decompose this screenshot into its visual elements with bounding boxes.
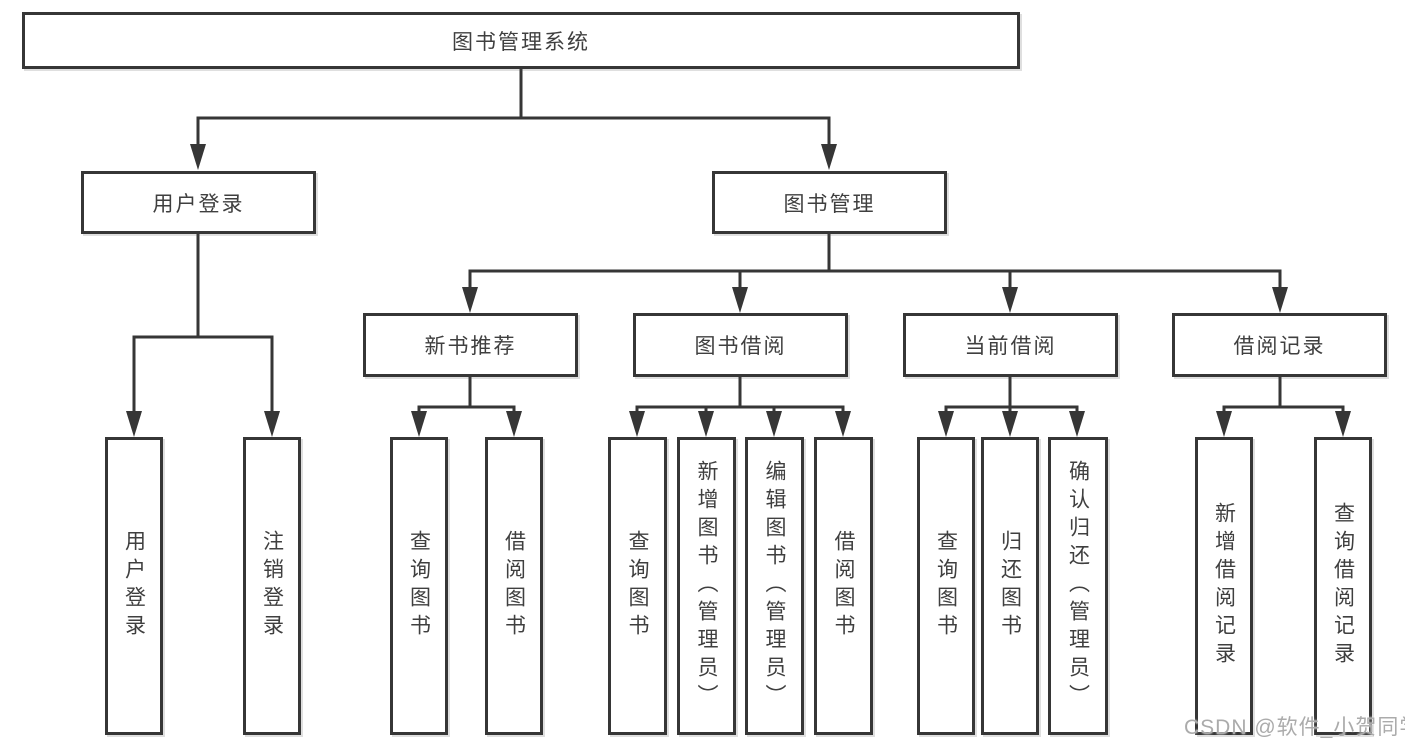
leaf-query-books-recommend: 查询图书 (390, 437, 448, 735)
leaf-confirm-return-admin-label: 确认归还（管理员） (1066, 460, 1090, 712)
leaf-borrow-books-recommend: 借阅图书 (485, 437, 543, 735)
leaf-query-books-current: 查询图书 (917, 437, 975, 735)
leaf-query-borrow-record-label: 查询借阅记录 (1331, 502, 1355, 670)
leaf-query-books-borrow: 查询图书 (608, 437, 667, 735)
leaf-query-books-recommend-label: 查询图书 (407, 530, 431, 642)
leaf-logout-label: 注销登录 (260, 530, 284, 642)
leaf-add-borrow-record-label: 新增借阅记录 (1212, 502, 1236, 670)
node-borrow-records: 借阅记录 (1172, 313, 1387, 377)
node-new-book-recommend-label: 新书推荐 (424, 335, 517, 358)
node-book-management-label: 图书管理 (783, 192, 876, 216)
leaf-add-book-admin-label: 新增图书（管理员） (695, 460, 718, 712)
node-user-login-label: 用户登录 (152, 192, 245, 216)
connector-borrow-records-children (1216, 377, 1351, 437)
leaf-return-books-label: 归还图书 (998, 530, 1022, 642)
node-current-borrow: 当前借阅 (903, 313, 1118, 377)
leaf-query-borrow-record: 查询借阅记录 (1314, 437, 1372, 735)
leaf-user-login-label: 用户登录 (122, 530, 146, 642)
node-new-book-recommend: 新书推荐 (363, 313, 578, 377)
node-book-borrow-label: 图书借阅 (694, 335, 787, 358)
leaf-borrow-books: 借阅图书 (814, 437, 873, 735)
leaf-query-books-borrow-label: 查询图书 (626, 530, 649, 642)
connector-root-to-level2 (190, 68, 837, 170)
leaf-add-book-admin: 新增图书（管理员） (677, 437, 736, 735)
connector-book-borrow-children (629, 377, 851, 437)
connector-new-book-recommend-children (411, 377, 522, 437)
watermark: CSDN @软件_小贺同学 (1184, 716, 1405, 739)
connector-current-borrow-children (938, 377, 1085, 437)
leaf-edit-book-admin: 编辑图书（管理员） (745, 437, 804, 735)
leaf-confirm-return-admin: 确认归还（管理员） (1048, 437, 1108, 735)
leaf-query-books-current-label: 查询图书 (934, 530, 958, 642)
leaf-edit-book-admin-label: 编辑图书（管理员） (763, 460, 786, 712)
node-book-management: 图书管理 (712, 171, 947, 234)
connector-book-management-children (462, 233, 1288, 313)
leaf-add-borrow-record: 新增借阅记录 (1195, 437, 1253, 735)
leaf-user-login: 用户登录 (105, 437, 163, 735)
node-user-login: 用户登录 (81, 171, 316, 234)
leaf-return-books: 归还图书 (981, 437, 1039, 735)
node-book-borrow: 图书借阅 (633, 313, 848, 377)
leaf-logout: 注销登录 (243, 437, 301, 735)
connector-user-login-children (126, 233, 280, 437)
leaf-borrow-books-recommend-label: 借阅图书 (502, 530, 526, 642)
node-library-management-system: 图书管理系统 (22, 12, 1020, 69)
node-borrow-records-label: 借阅记录 (1233, 335, 1326, 358)
node-current-borrow-label: 当前借阅 (964, 335, 1057, 358)
node-library-management-system-label: 图书管理系统 (452, 30, 590, 54)
leaf-borrow-books-label: 借阅图书 (832, 530, 855, 642)
